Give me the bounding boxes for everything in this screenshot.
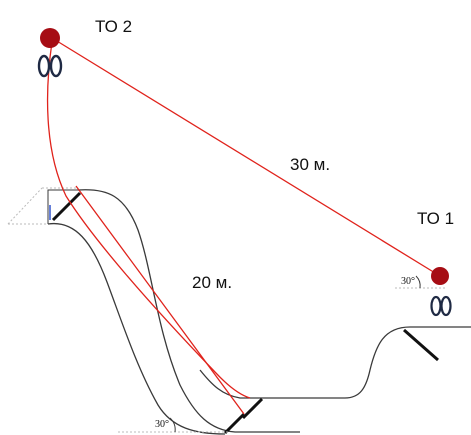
angle-label-right: 30°: [401, 276, 415, 287]
carabiner-icon: [37, 54, 63, 78]
rope-curve-to2-down: [46, 41, 251, 399]
label-distance-30: 30 м.: [290, 155, 330, 174]
terrain-ledge-top: [47, 189, 78, 224]
angle-arc-right: [415, 275, 421, 289]
angle-label-left: 30°: [155, 419, 169, 430]
angle-arc-left: [169, 417, 176, 433]
carabiner-icon: [430, 295, 452, 317]
terrain-lower-run: [199, 326, 471, 399]
anchor-bar-bottom-left: [223, 412, 246, 435]
label-to1: ТО 1: [417, 209, 454, 228]
ledge-guide-lines: [7, 187, 78, 225]
anchor-bar-top-left: [51, 191, 82, 222]
terrain-slope-left-inner: [47, 222, 226, 435]
anchor-point-icon: [431, 267, 449, 285]
terrain-slope-left-outer: [77, 189, 300, 433]
anchor-bar-right: [403, 328, 439, 362]
anchor-point-icon: [40, 28, 60, 48]
label-distance-20: 20 м.: [192, 273, 232, 292]
label-to2: ТО 2: [95, 17, 132, 36]
anchor-bar-bottom-mid: [241, 397, 264, 420]
rope-line-diagonal: [75, 185, 245, 415]
rope-line-to2-to1: [51, 37, 441, 277]
